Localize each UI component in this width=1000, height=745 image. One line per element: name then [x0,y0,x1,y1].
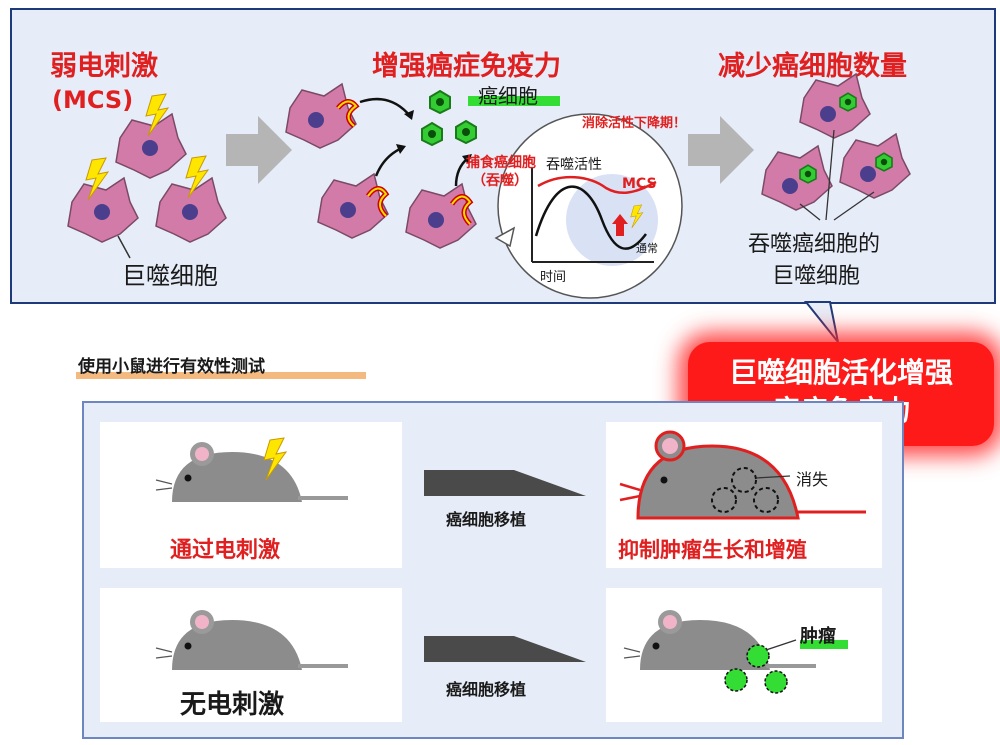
tumor [764,670,788,694]
col3-title: 减少癌细胞数量 [718,51,907,82]
pointer-line [117,235,131,259]
pseudopod [451,195,472,225]
callout-pointer [803,301,839,343]
cancer-cell-label: 癌细胞 [478,84,538,108]
tumor [746,644,770,668]
cancer-label-highlight [468,96,560,106]
macrophage-cell [405,183,477,249]
phagocytosis-sub-label: （吞噬） [472,173,528,189]
col1-title: 弱电刺激 [50,51,158,82]
vanished-tumor [753,487,779,513]
pointer-line [825,129,835,221]
increase-arrow-icon [612,214,628,236]
decline-eliminated-label: 消除活性下降期！ [582,116,687,131]
transplant-arrow [424,470,586,496]
phagocytosis-label: 捕食癌细胞 [466,155,536,171]
macrophage-cell [115,113,187,179]
macrophage-cell [67,177,139,243]
macrophage-cell [761,145,833,211]
curved-arrow [359,97,411,117]
section-title: 使用小鼠进行有效性测试 [78,357,265,377]
mouse-result-stimulated [619,430,866,520]
row1-arrow-label: 癌细胞移植 [446,510,527,529]
process-arrow [226,116,292,184]
tumor-label: 肿瘤 [800,626,836,647]
col1-abbr: (MCS) [52,86,134,114]
macrophage-cell [285,83,357,149]
mouse-stimulated [154,440,350,504]
inset-chart-title: 吞噬活性 [546,157,602,173]
pseudopod [367,187,388,217]
mouse-result-unstimulated [622,608,818,672]
callout-line1: 巨噬细胞活化增强 [728,356,953,389]
inset-mcs-label: MCS [622,176,657,192]
row2-arrow-label: 癌细胞移植 [446,680,527,699]
macrophage-label: 巨噬细胞 [122,262,218,290]
inset-normal-label: 通常 [636,242,658,255]
disappeared-label: 消失 [796,470,829,489]
section-title-underline [76,372,366,379]
col2-title: 增强癌症免疫力 [372,51,561,82]
pointer-line [799,203,821,221]
col3-label-line1: 吞噬癌细胞的 [748,232,881,257]
row1-mouse-caption: 通过电刺激 [170,538,281,563]
row1-result-caption: 抑制肿瘤生长和增殖 [618,538,807,562]
tumor [724,668,748,692]
process-arrow [688,116,754,184]
mouse-unstimulated [154,608,350,672]
tumor-label-highlight [800,640,848,649]
normal-series-line [534,185,647,250]
vanished-tumor [731,467,757,493]
pseudopod [337,100,358,127]
transplant-arrow [424,636,586,662]
macrophage-cell [317,173,389,239]
macrophage-cell [799,73,871,139]
vanished-tumor [711,487,737,513]
pointer-line [833,191,875,221]
macrophage-cell [839,133,911,199]
macrophage-cell [155,177,227,243]
row2-mouse-caption: 无电刺激 [180,690,285,720]
inset-x-label: 时间 [540,270,567,285]
mcs-series-line [537,175,657,195]
col3-label-line2: 巨噬细胞 [772,264,861,289]
